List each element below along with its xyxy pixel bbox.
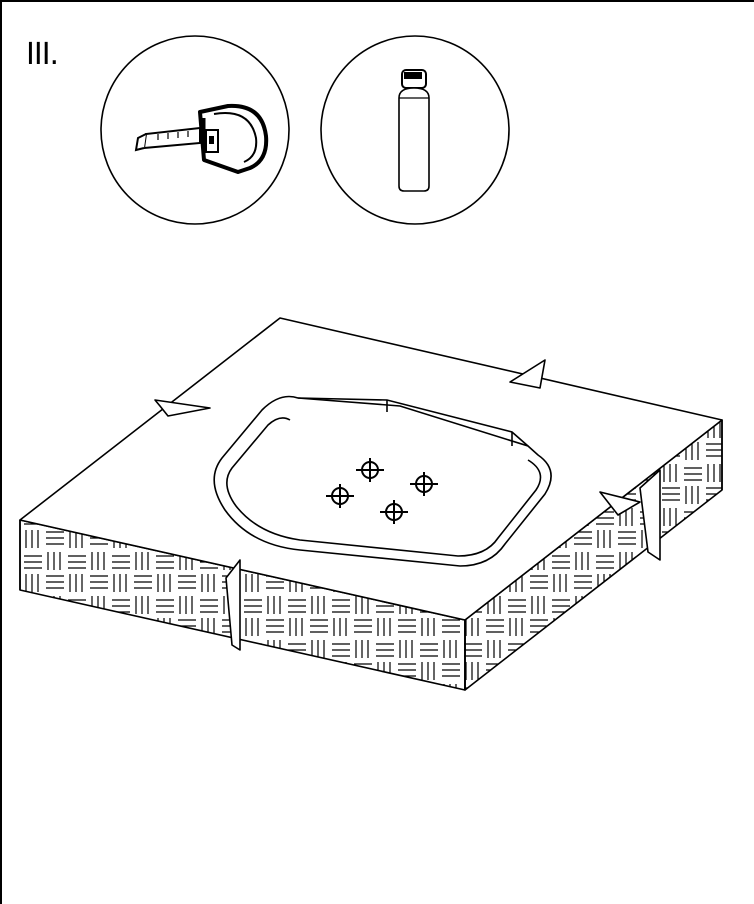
measuring-tape-icon xyxy=(100,35,290,225)
spray-can-icon xyxy=(320,35,510,225)
step-number: III. xyxy=(26,37,59,72)
crosshair-mark xyxy=(326,484,354,508)
floor-cutout xyxy=(213,395,552,567)
drill-marks xyxy=(326,458,438,524)
crosshair-mark xyxy=(356,458,384,482)
crosshair-mark xyxy=(380,500,408,524)
crosshair-mark xyxy=(410,472,438,496)
